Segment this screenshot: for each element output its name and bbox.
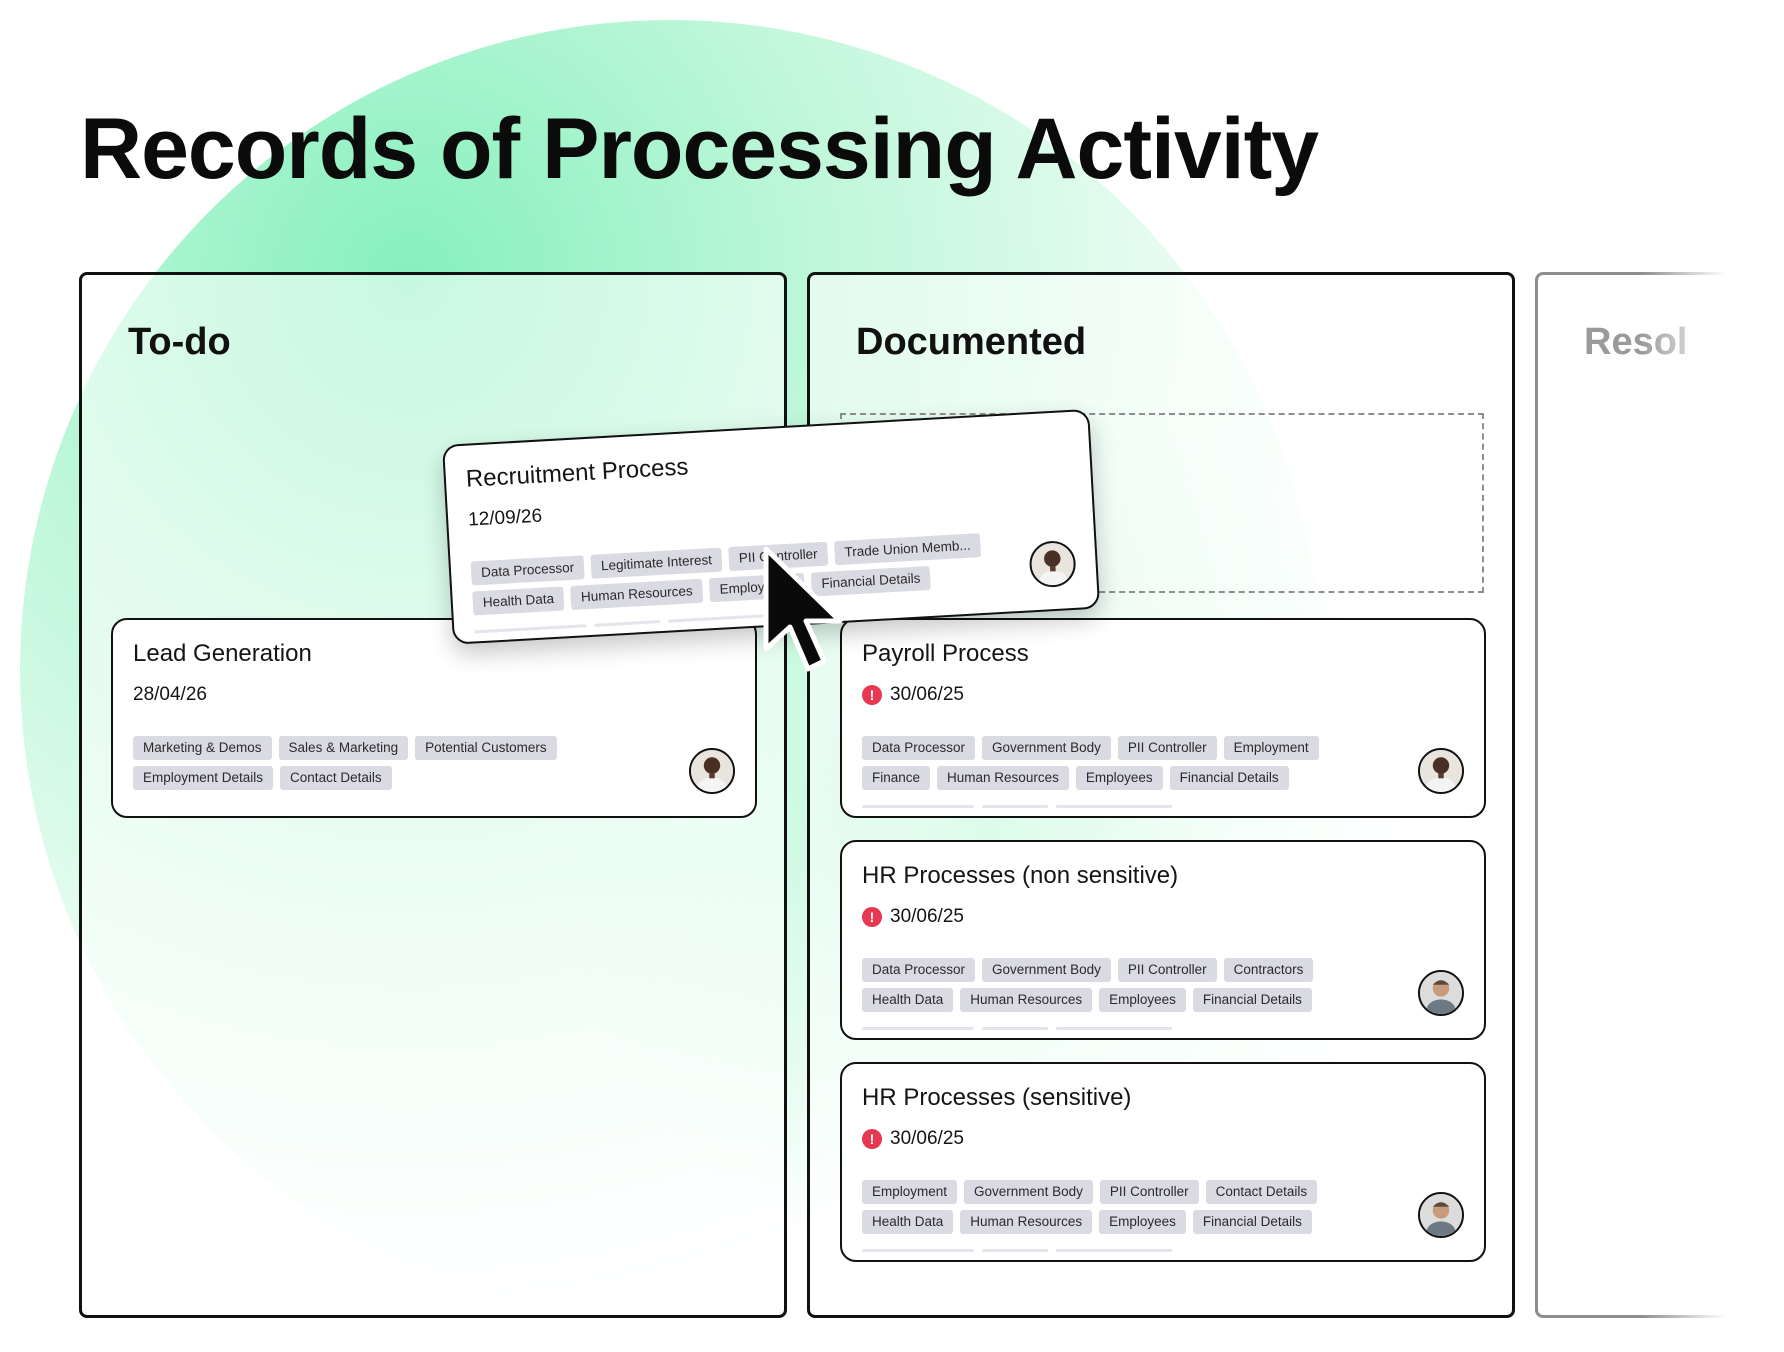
card-payroll-process[interactable]: Payroll Process ! 30/06/25 Data Processor… [840,618,1486,818]
edge-fade [1640,0,1784,1352]
tag: Human Resources [960,1210,1093,1234]
card-title: Payroll Process [862,640,1029,667]
tag: Contact Details [1205,1180,1318,1204]
tag: Data Processor [862,736,976,760]
tag: Human Resources [937,766,1069,790]
tag-overflow [862,805,1172,808]
card-title: HR Processes (non sensitive) [862,862,1179,889]
tag: Financial Details [1169,766,1289,790]
tag-overflow [862,1249,1172,1252]
card-date: 28/04/26 [133,684,207,706]
card-title: Recruitment Process [465,453,690,493]
user-avatar[interactable] [689,748,735,794]
card-title: HR Processes (sensitive) [862,1084,1132,1111]
tag-list: Data Processor Legitimate Interest PII C… [470,531,1013,616]
tag: Data Processor [862,958,976,982]
card-lead-generation[interactable]: Lead Generation 28/04/26 Marketing & Dem… [111,618,757,818]
tag: Contact Details [280,766,392,790]
card-hr-non-sensitive[interactable]: HR Processes (non sensitive) ! 30/06/25 D… [840,840,1486,1040]
tag-overflow [862,1027,1172,1030]
tag-list: Data Processor Government Body PII Contr… [862,736,1382,790]
tag-list: Data Processor Government Body PII Contr… [862,958,1382,1012]
exclamation-circle-icon: ! [862,907,882,927]
tag: Employment Details [133,766,274,790]
tag: Employees [1099,1210,1186,1234]
tag: Employees [1075,766,1163,790]
tag: Contractors [1223,958,1314,982]
tag: Employees [1099,988,1186,1012]
tag-list: Employment Government Body PII Controlle… [862,1180,1382,1234]
tag: Legitimate Interest [590,547,723,579]
mouse-pointer-icon [763,546,843,672]
card-date: 12/09/26 [468,506,543,532]
date-text: 30/06/25 [890,1128,964,1149]
column-title-documented: Documented [856,321,1087,363]
tag: Health Data [862,1210,954,1234]
tag: Health Data [862,988,954,1012]
page-title: Records of Processing Activity [80,101,1319,197]
tag: Human Resources [960,988,1093,1012]
tag: Financial Details [1192,1210,1312,1234]
tag: Government Body [982,736,1111,760]
column-title-todo: To-do [128,321,231,363]
tag: Sales & Marketing [278,736,409,760]
tag: Finance [862,766,931,790]
tag: Government Body [982,958,1111,982]
card-date: ! 30/06/25 [862,906,964,928]
tag: PII Controller [1117,958,1217,982]
tag: Human Resources [570,578,704,611]
card-date: ! 30/06/25 [862,684,964,706]
tag: PII Controller [1117,736,1217,760]
user-avatar[interactable] [1418,748,1464,794]
date-text: 12/09/26 [467,505,543,531]
card-date: ! 30/06/25 [862,1128,964,1150]
tag: Government Body [964,1180,1093,1204]
tag: Employment [862,1180,958,1204]
tag: Potential Customers [415,736,557,760]
user-avatar[interactable] [1418,1192,1464,1238]
tag: Employment [1223,736,1319,760]
date-text: 30/06/25 [890,684,964,705]
exclamation-circle-icon: ! [862,1129,882,1149]
card-recruitment-process-dragging[interactable]: Recruitment Process 12/09/26 Data Proces… [442,408,1101,645]
date-text: 30/06/25 [890,906,964,927]
exclamation-circle-icon: ! [862,685,882,705]
tag: Data Processor [470,555,585,586]
tag: Financial Details [1192,988,1312,1012]
card-title: Lead Generation [133,640,312,667]
tag: PII Controller [1099,1180,1199,1204]
date-text: 28/04/26 [133,684,207,705]
tag-list: Marketing & Demos Sales & Marketing Pote… [133,736,653,790]
tag: Trade Union Memb... [833,533,982,566]
tag: Marketing & Demos [133,736,272,760]
tag: Health Data [472,586,565,616]
user-avatar[interactable] [1418,970,1464,1016]
card-hr-sensitive[interactable]: HR Processes (sensitive) ! 30/06/25 Emplo… [840,1062,1486,1262]
user-avatar[interactable] [1028,539,1077,589]
